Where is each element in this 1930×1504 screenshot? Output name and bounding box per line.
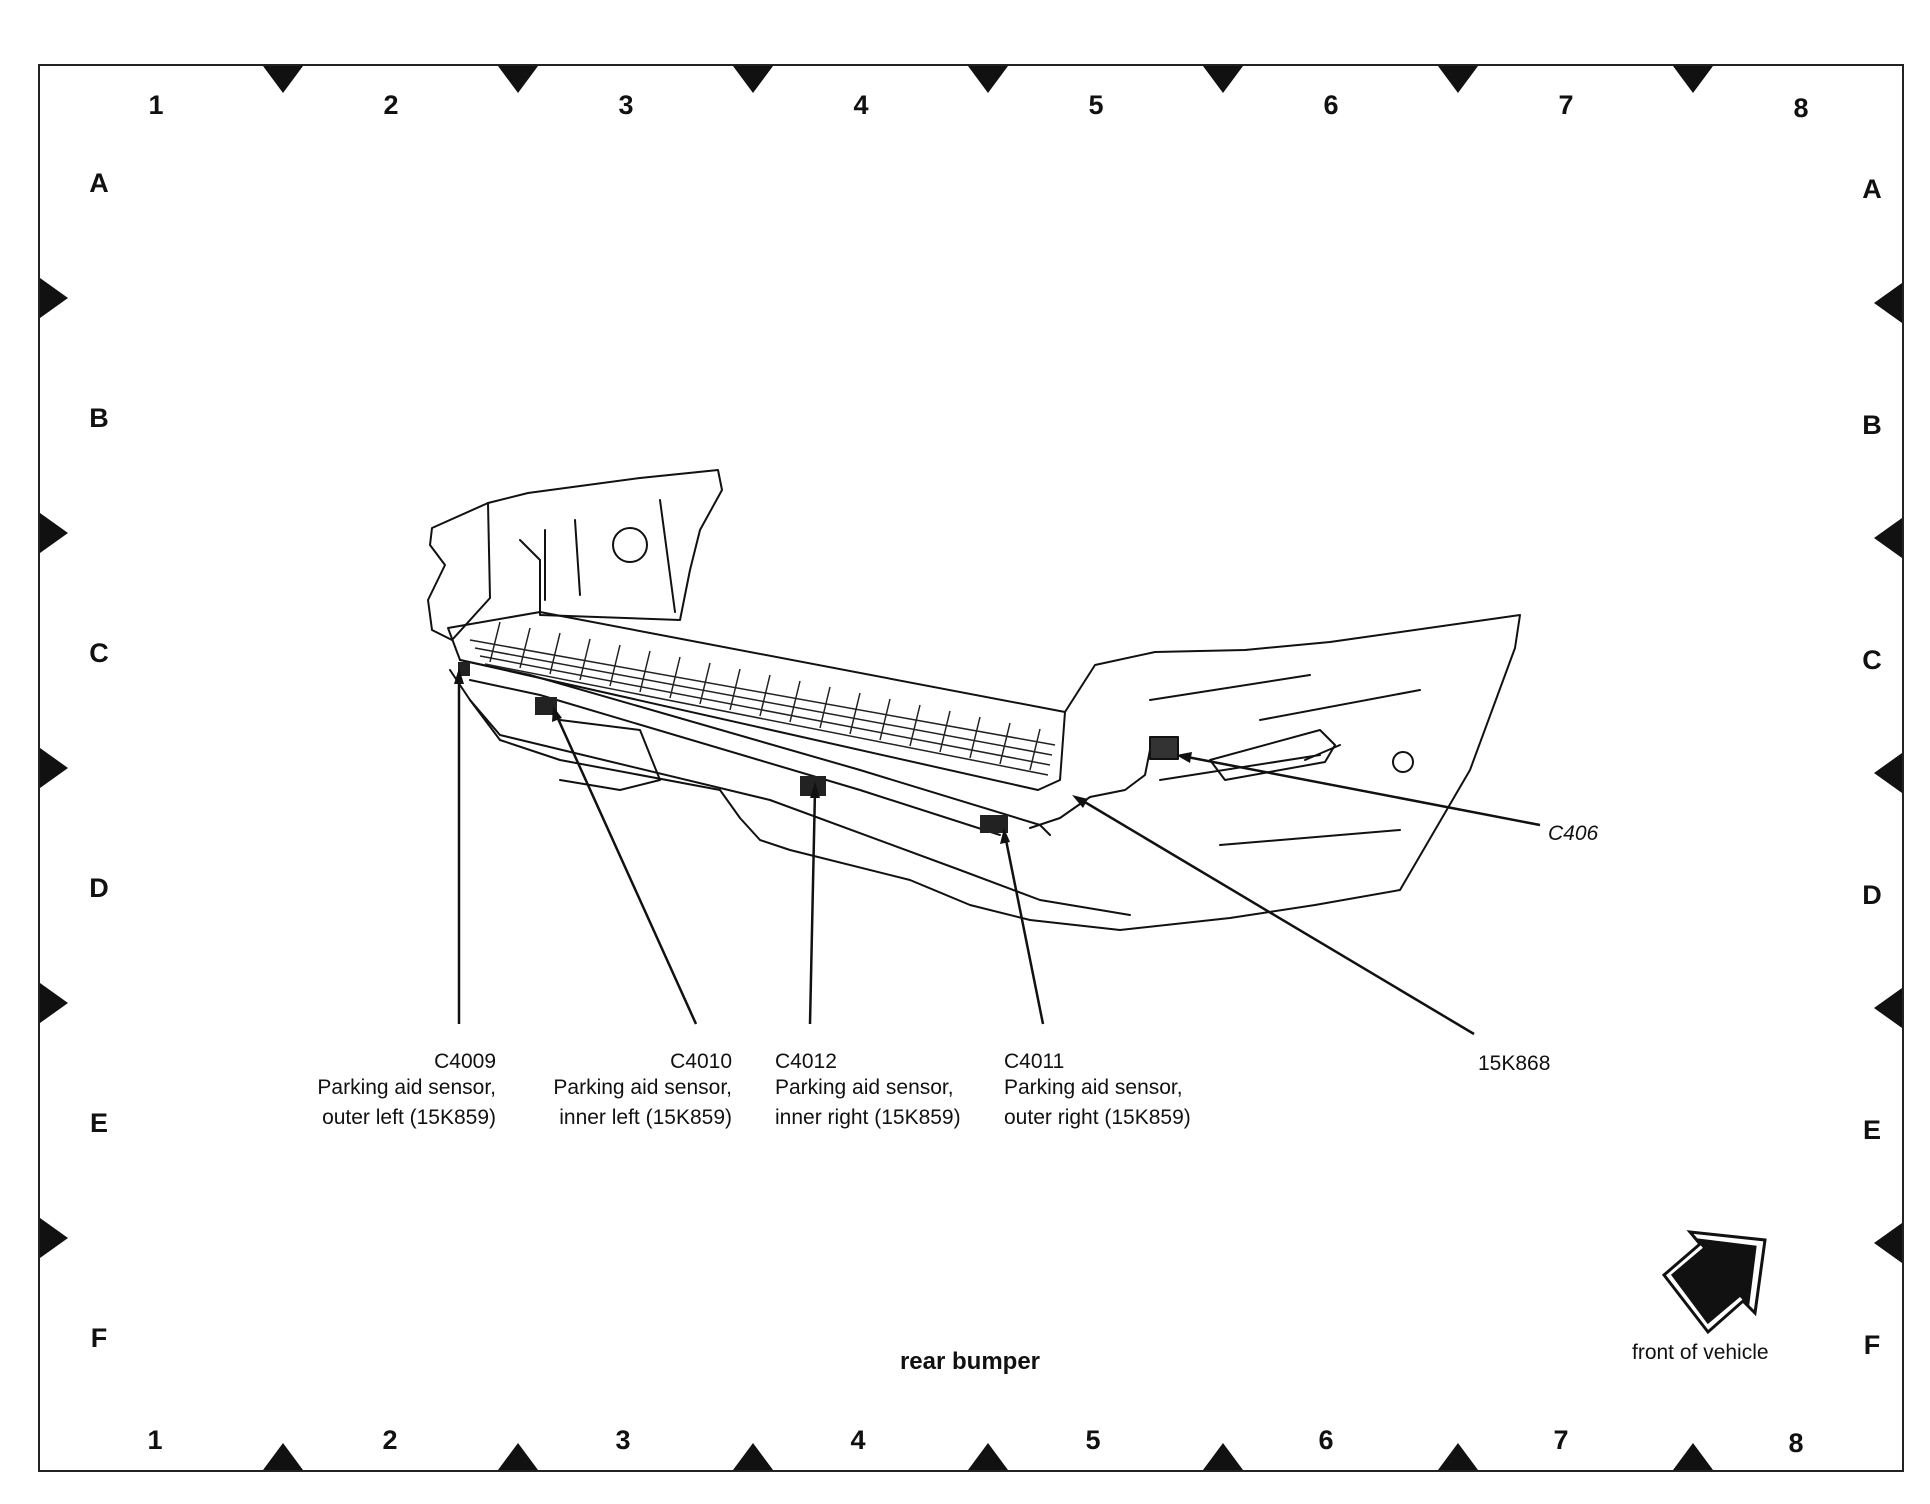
diagram-caption: rear bumper (899, 1348, 1041, 1375)
bumper-left-end (427, 502, 491, 641)
bumper-bracket-rib (544, 499, 676, 613)
callout-15K868-connector: 15K868 (1478, 1052, 1551, 1075)
marker-top-6 (1438, 66, 1478, 93)
row-label-right: D (1862, 880, 1882, 910)
callout-C406-connector: C406 (1548, 822, 1599, 845)
marker-left-2 (40, 513, 68, 553)
bumper-sensor-strip (459, 659, 1051, 836)
col-label-top: 3 (618, 90, 634, 120)
leader-arrowhead (552, 706, 562, 722)
row-label-left: D (89, 873, 109, 903)
marker-bottom-5 (1203, 1443, 1243, 1470)
marker-top-5 (1203, 66, 1243, 93)
col-label-bottom: 2 (382, 1425, 398, 1455)
bumper-reflector (1209, 729, 1336, 781)
marker-bottom-4 (968, 1443, 1008, 1470)
bumper-right-hole (1392, 751, 1414, 773)
row-label-right: E (1862, 1115, 1882, 1145)
col-label-top: 2 (383, 90, 399, 120)
col-label-bottom: 7 (1553, 1425, 1569, 1455)
sensor-inner-right-icon (800, 776, 826, 796)
arrow-up-right-icon (1661, 1230, 1767, 1335)
col-label-bottom: 1 (147, 1425, 163, 1455)
marker-left-1 (40, 278, 68, 318)
marker-top-7 (1673, 66, 1713, 93)
row-label-left: B (89, 403, 109, 433)
callout-C4010-description: Parking aid sensor, inner left (15K859) (553, 1076, 732, 1129)
callout-C4011-connector: C4011 (1004, 1050, 1065, 1073)
col-label-top: 1 (148, 90, 164, 120)
leader-arrowhead (1072, 795, 1088, 808)
marker-bottom-3 (733, 1443, 773, 1470)
row-label-right: B (1862, 410, 1882, 440)
leader-C4010 (553, 711, 698, 1025)
marker-right-1 (1874, 283, 1902, 323)
marker-top-1 (263, 66, 303, 93)
marker-top-4 (968, 66, 1008, 93)
marker-right-5 (1874, 1223, 1902, 1263)
col-label-bottom: 5 (1085, 1425, 1101, 1455)
leader-arrowhead (1176, 752, 1192, 763)
row-label-right: A (1862, 174, 1882, 204)
callout-C4012-connector: C4012 (775, 1050, 837, 1073)
marker-right-4 (1874, 988, 1902, 1028)
connector-C406-body (1149, 736, 1179, 760)
col-label-bottom: 4 (850, 1425, 866, 1455)
row-label-right: F (1863, 1330, 1881, 1360)
row-label-left: E (89, 1108, 109, 1138)
col-label-bottom: 6 (1318, 1425, 1334, 1455)
marker-bottom-7 (1673, 1443, 1713, 1470)
leader-15K868 (1077, 796, 1475, 1036)
sensor-outer-right-icon (980, 815, 1008, 833)
leader-C406 (1181, 754, 1541, 827)
marker-left-5 (40, 1218, 68, 1258)
marker-left-4 (40, 983, 68, 1023)
marker-bottom-6 (1438, 1443, 1478, 1470)
harness-15K868 (1029, 744, 1161, 829)
col-label-top: 5 (1088, 90, 1104, 120)
bumper-sensor-strip-lower (469, 679, 1001, 836)
col-label-top: 6 (1323, 90, 1339, 120)
row-label-left: F (90, 1323, 108, 1353)
row-label-left: A (89, 168, 109, 198)
orientation-label: front of vehicle (1632, 1341, 1769, 1364)
marker-top-3 (733, 66, 773, 93)
col-label-bottom: 8 (1788, 1428, 1804, 1458)
col-label-top: 4 (853, 90, 869, 120)
leader-arrowhead (810, 782, 820, 798)
leader-C4011 (1003, 834, 1045, 1025)
marker-bottom-1 (263, 1443, 303, 1470)
callout-C4011-description: Parking aid sensor, outer right (15K859) (1004, 1076, 1191, 1129)
callout-C4010-connector: C4010 (670, 1050, 732, 1073)
sensor-outer-left-icon (458, 662, 470, 676)
row-label-left: C (89, 638, 109, 668)
bumper-right-side (449, 614, 1521, 931)
step-pad-hatch (469, 621, 1056, 776)
row-label-right: C (1862, 645, 1882, 675)
marker-right-2 (1874, 518, 1902, 558)
marker-bottom-2 (498, 1443, 538, 1470)
bumper-lower-edge (469, 699, 1131, 916)
col-label-top: 8 (1793, 93, 1809, 123)
leader-C4012 (808, 789, 817, 1025)
leader-arrowhead (1000, 828, 1010, 844)
sensor-inner-left-icon (535, 697, 557, 715)
diagram-frame (38, 64, 1904, 1472)
callout-C4012-description: Parking aid sensor, inner right (15K859) (775, 1076, 961, 1129)
bumper-left-bracket (487, 469, 723, 621)
col-label-top: 7 (1558, 90, 1574, 120)
leader-arrowhead (454, 668, 464, 684)
marker-left-3 (40, 748, 68, 788)
callout-C4009-description: Parking aid sensor, outer left (15K859) (317, 1076, 496, 1129)
marker-top-2 (498, 66, 538, 93)
col-label-bottom: 3 (615, 1425, 631, 1455)
marker-right-3 (1874, 753, 1902, 793)
callout-C4009-connector: C4009 (434, 1050, 496, 1073)
bumper-bolt-hole (612, 527, 648, 563)
bumper-lower-skirt (559, 719, 661, 791)
